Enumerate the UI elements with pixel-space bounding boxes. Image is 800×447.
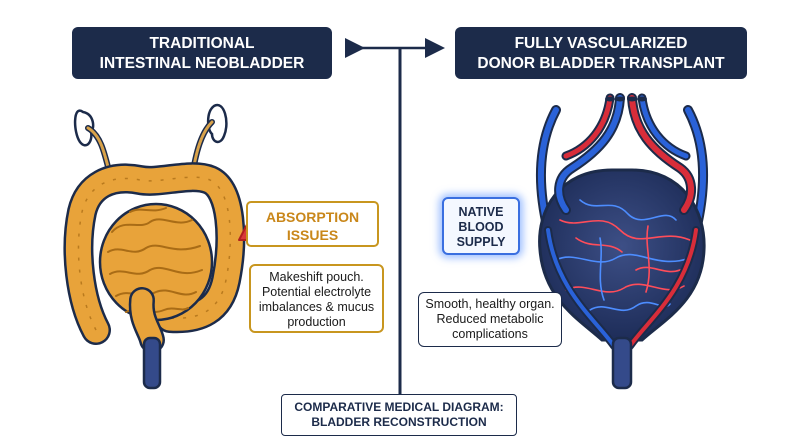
left-panel-title: TRADITIONAL INTESTINAL NEOBLADDER [72,27,332,79]
neobladder-note-line: Makeshift pouch. [269,270,364,284]
left-title-line2: INTESTINAL NEOBLADDER [99,55,305,72]
right-panel-title: FULLY VASCULARIZED DONOR BLADDER TRANSPL… [455,27,747,79]
badge-line: SUPPLY [456,235,506,249]
neobladder-note-line: Potential electrolyte [261,285,372,299]
donor-bladder-note: Smooth, healthy organ. Reduced metabolic… [418,292,562,347]
neobladder-note: Makeshift pouch. Potential electrolyte i… [249,264,384,333]
badge-line: BLOOD [458,220,504,234]
right-title-line1: FULLY VASCULARIZED [514,35,688,52]
donor-note-line: Reduced metabolic [436,312,544,326]
divider-arrows [345,38,445,396]
donor-note-line: Smooth, healthy organ. [425,297,555,311]
right-title-line2: DONOR BLADDER TRANSPLANT [477,55,725,72]
warning-line2: ISSUES [286,227,339,243]
neobladder-note-line: imbalances & mucus [258,300,375,314]
neobladder-note-line: production [287,315,346,329]
intestinal-neobladder-illustration [63,103,246,390]
absorption-issues-label: ABSORPTION ISSUES [246,201,379,247]
native-blood-supply-badge: NATIVE BLOOD SUPPLY [442,197,520,255]
caption-line1: COMPARATIVE MEDICAL DIAGRAM: [294,400,504,414]
warning-line1: ABSORPTION [265,209,360,225]
donor-bladder-illustration [536,93,708,390]
donor-note-line: complications [452,327,528,341]
diagram-caption: COMPARATIVE MEDICAL DIAGRAM: BLADDER REC… [281,394,517,436]
badge-line: NATIVE [458,205,504,219]
caption-line2: BLADDER RECONSTRUCTION [311,415,487,429]
left-title-line1: TRADITIONAL [149,35,255,52]
